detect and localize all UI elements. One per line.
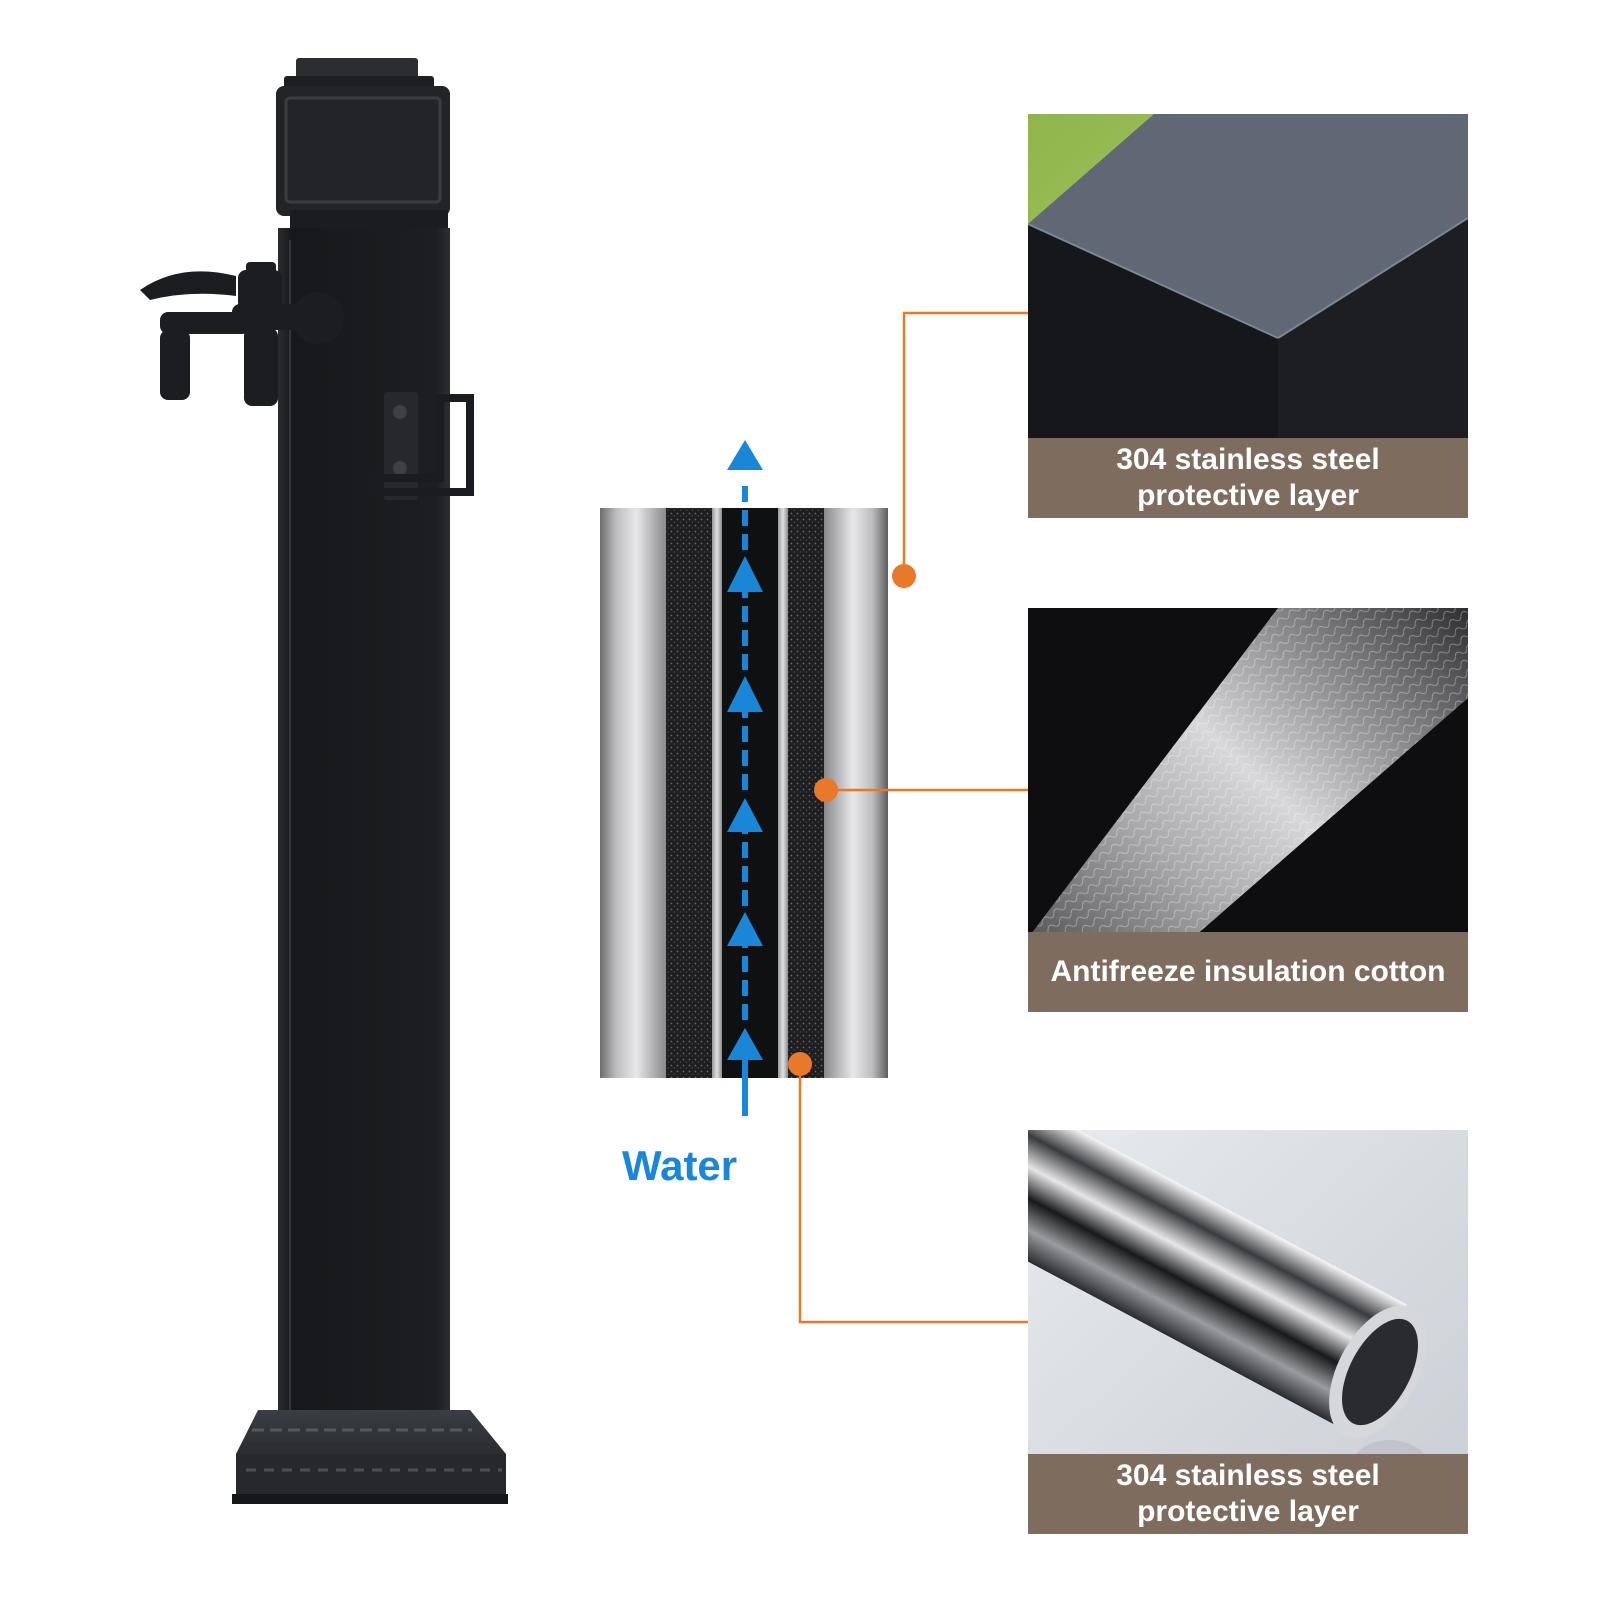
hose-hook-icon xyxy=(368,392,474,500)
outer-steel-layer-right xyxy=(824,508,888,1078)
post-base xyxy=(232,1410,508,1504)
pipe-cross-section-diagram xyxy=(600,440,888,1116)
callout-panel-inner-steel: 304 stainless steel protective layer xyxy=(1028,1130,1468,1534)
water-post-illustration xyxy=(140,58,508,1504)
insulation-layer-right xyxy=(788,508,824,1078)
faucet-icon xyxy=(140,262,344,406)
caption-line-1: 304 stainless steel xyxy=(1116,443,1380,476)
callout-caption-insulation: Antifreeze insulation cotton xyxy=(1028,932,1468,1012)
callout-panel-insulation: Antifreeze insulation cotton xyxy=(1028,608,1468,1012)
post-cap xyxy=(276,58,450,234)
inner-steel-layer-right xyxy=(778,508,788,1078)
inner-steel-layer-left xyxy=(712,508,722,1078)
insulation-layer-left xyxy=(666,508,712,1078)
caption-line-2: protective layer xyxy=(1137,1495,1359,1528)
water-channel xyxy=(722,508,778,1078)
post-body xyxy=(278,228,450,1474)
callout-caption-inner-steel: 304 stainless steel protective layer xyxy=(1028,1454,1468,1534)
callout-panel-outer-steel: 304 stainless steel protective layer xyxy=(1028,114,1468,518)
water-label: Water xyxy=(622,1142,738,1189)
water-flow-arrow-icon xyxy=(727,440,763,1116)
caption-line-2: protective layer xyxy=(1137,479,1359,512)
caption-line-1: Antifreeze insulation cotton xyxy=(1050,955,1446,988)
callout-caption-outer-steel: 304 stainless steel protective layer xyxy=(1028,438,1468,518)
caption-line-1: 304 stainless steel xyxy=(1116,1459,1380,1492)
outer-steel-layer-left xyxy=(600,508,666,1078)
